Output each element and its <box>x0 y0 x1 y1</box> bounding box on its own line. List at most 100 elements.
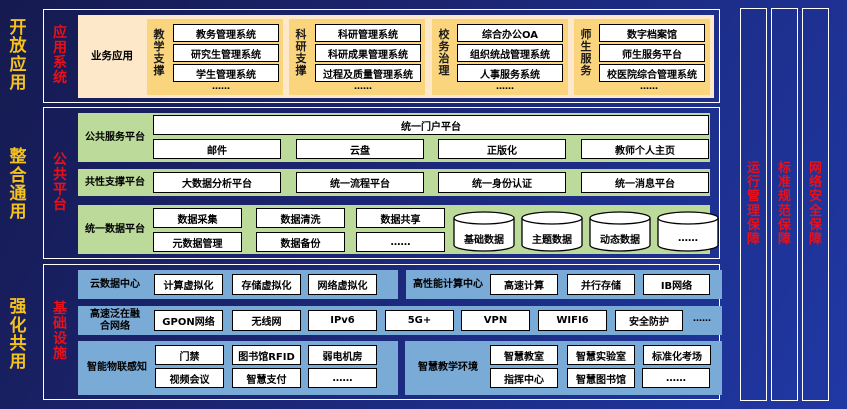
public-service-item[interactable]: 邮件 <box>153 139 281 159</box>
smart-teaching-item[interactable]: 标准化考场 <box>643 345 711 365</box>
network-label-line: 合网络 <box>100 320 130 332</box>
data-item[interactable]: 数据共享 <box>356 208 445 228</box>
vertical-char: 研 <box>295 40 307 54</box>
network-more: …… <box>693 314 711 324</box>
network-item[interactable]: IPv6 <box>308 310 377 331</box>
iot-item[interactable]: 弱电机房 <box>308 345 377 365</box>
tier-integration: 整合通用 <box>0 110 36 260</box>
public-service-item[interactable]: 正版化 <box>438 139 566 159</box>
data-store-label: 基础数据 <box>464 235 504 246</box>
network-item[interactable]: 安全防护 <box>615 310 683 331</box>
hpc-item[interactable]: IB网络 <box>643 274 710 295</box>
data-item[interactable]: 数据备份 <box>256 232 345 252</box>
data-store[interactable]: 基础数据 <box>453 211 515 252</box>
guarantee-operations: 运行管理保障 <box>740 8 767 401</box>
network-item[interactable]: WIFI6 <box>538 310 607 331</box>
common-support-item[interactable]: 统一身份认证 <box>438 172 566 193</box>
smart-teaching-item-more: …… <box>642 368 710 388</box>
vertical-char: 应 <box>53 24 67 41</box>
vertical-char: 通 <box>9 184 27 204</box>
network-label-line: 高速泛在融 <box>90 309 140 320</box>
app-group-administration-title: 校务治理 <box>436 22 452 84</box>
vertical-char: 保 <box>746 217 760 233</box>
iot-item[interactable]: 图书馆RFID <box>232 345 301 365</box>
app-item[interactable]: 人事服务系统 <box>457 64 563 82</box>
vertical-char: 规 <box>777 189 791 205</box>
vertical-char: 设 <box>53 331 67 347</box>
vertical-char: 障 <box>808 231 822 247</box>
vertical-char: 网 <box>808 161 822 177</box>
database-icon <box>521 211 583 252</box>
network-item[interactable]: 无线网 <box>232 310 301 331</box>
network-label: 高速泛在融 合网络 <box>78 306 152 335</box>
tier-open-application: 开放应用 <box>0 8 36 103</box>
vertical-char: 合 <box>9 165 27 186</box>
data-item[interactable]: 元数据管理 <box>153 232 242 252</box>
iot-item[interactable]: 视频会议 <box>155 368 224 388</box>
network-item[interactable]: VPN <box>461 310 530 331</box>
common-support-item[interactable]: 统一消息平台 <box>581 172 709 193</box>
network-item[interactable]: 5G+ <box>385 310 454 331</box>
app-item[interactable]: 组织统战管理系统 <box>457 44 563 62</box>
network-item[interactable]: GPON网络 <box>154 310 223 331</box>
hpc-item[interactable]: 高速计算 <box>490 274 558 295</box>
smart-teaching-item[interactable]: 智慧教室 <box>490 345 558 365</box>
data-store[interactable]: 主题数据 <box>521 211 583 252</box>
data-store[interactable]: 动态数据 <box>589 211 651 252</box>
app-item[interactable]: 过程及质量管理系统 <box>315 64 421 82</box>
vertical-char: 全 <box>808 203 822 219</box>
data-store-more: …… <box>657 211 719 252</box>
iot-item[interactable]: 智慧支付 <box>232 368 301 388</box>
vertical-char: 开 <box>9 17 27 38</box>
common-support-item[interactable]: 大数据分析平台 <box>153 172 281 193</box>
data-item[interactable]: 数据清洗 <box>256 208 345 228</box>
iot-label: 智能物联感知 <box>87 362 147 374</box>
hpc-item[interactable]: 并行存储 <box>567 274 635 295</box>
app-item[interactable]: 学生管理系统 <box>173 64 279 82</box>
vertical-char: 络 <box>808 175 822 191</box>
app-group-services-title: 师生服务 <box>578 22 594 84</box>
vertical-char: 用 <box>9 72 27 93</box>
vertical-char: 台 <box>53 197 67 214</box>
vertical-char: 务 <box>438 40 450 54</box>
cloud-dc-item[interactable]: 网络虚拟化 <box>308 274 377 295</box>
app-item[interactable]: 科研成果管理系统 <box>315 44 421 62</box>
app-item[interactable]: 综合办公OA <box>457 24 563 42</box>
vertical-char: 障 <box>777 231 791 247</box>
portal-platform[interactable]: 统一门户平台 <box>153 115 709 135</box>
data-item[interactable]: 数据采集 <box>153 208 242 228</box>
vertical-char: 公 <box>53 151 67 168</box>
database-icon <box>589 211 651 252</box>
iot-item-more: …… <box>308 368 377 388</box>
vertical-char: 教 <box>153 28 165 42</box>
common-support-item[interactable]: 统一流程平台 <box>296 172 424 193</box>
app-item[interactable]: 研究生管理系统 <box>173 44 279 62</box>
vertical-char: 统 <box>53 70 67 87</box>
app-item[interactable]: 数字档案馆 <box>599 24 705 42</box>
app-item[interactable]: 师生服务平台 <box>599 44 705 62</box>
vertical-char: 服 <box>580 52 592 65</box>
smart-teaching-item[interactable]: 指挥中心 <box>490 368 558 388</box>
vertical-char: 础 <box>53 315 67 332</box>
public-service-item[interactable]: 教师个人主页 <box>581 139 709 159</box>
smart-teaching-item[interactable]: 智慧实验室 <box>567 345 635 365</box>
vertical-char: 化 <box>9 315 27 336</box>
public-service-item[interactable]: 云盘 <box>296 139 424 159</box>
vertical-char: 标 <box>777 161 791 177</box>
cloud-dc-item[interactable]: 存储虚拟化 <box>232 274 301 295</box>
vertical-char: 系 <box>53 55 67 71</box>
cloud-dc-item[interactable]: 计算虚拟化 <box>154 274 223 295</box>
vertical-char: 整 <box>9 147 27 168</box>
vertical-char: 理 <box>438 63 450 77</box>
app-item[interactable]: 校医院综合管理系统 <box>599 64 705 82</box>
vertical-char: 运 <box>746 161 760 177</box>
vertical-char: 施 <box>53 346 67 363</box>
app-more: …… <box>496 82 514 92</box>
iot-item[interactable]: 门禁 <box>155 345 224 365</box>
app-item[interactable]: 教务管理系统 <box>173 24 279 42</box>
vertical-char: 基 <box>53 300 67 317</box>
vertical-char: 用 <box>9 202 27 223</box>
guarantee-standards-label: 标准规范保障 <box>772 9 797 400</box>
app-item[interactable]: 科研管理系统 <box>315 24 421 42</box>
smart-teaching-item[interactable]: 智慧图书馆 <box>567 368 635 388</box>
